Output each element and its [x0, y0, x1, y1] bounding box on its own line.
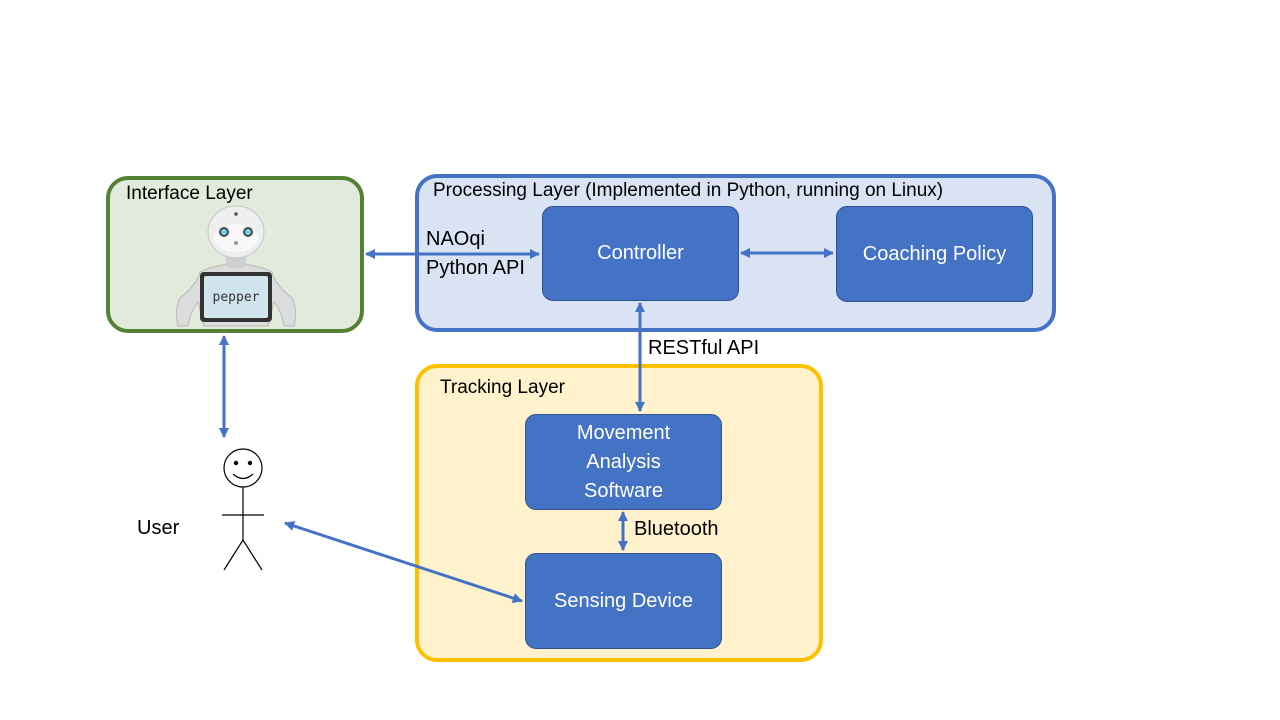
tracking-layer-title: Tracking Layer [440, 377, 565, 398]
pepper-robot-image: pepper [175, 205, 297, 327]
movement-analysis-line-2: Analysis [586, 450, 661, 473]
robot-tablet-text: pepper [213, 290, 260, 305]
sensing-device-block: Sensing Device [525, 553, 722, 649]
processing-layer-title: Processing Layer (Implemented in Python,… [433, 180, 944, 201]
movement-analysis-block: Movement Analysis Software [525, 414, 722, 510]
user-stick-figure [222, 448, 264, 571]
robot-tablet-screen [204, 276, 268, 318]
movement-analysis-line-1: Movement [576, 421, 671, 444]
interface-layer-title: Interface Layer [126, 183, 253, 204]
controller-block: Controller [542, 206, 739, 301]
restful-api-label: RESTful API [648, 337, 760, 359]
python-api-label: Python API [426, 257, 525, 279]
naoqi-label: NAOqi [426, 228, 485, 250]
arrow-user-sensing [284, 521, 523, 603]
coaching-policy-block: Coaching Policy [836, 206, 1033, 302]
movement-analysis-line-3: Software [584, 479, 663, 502]
user-label: User [137, 517, 180, 539]
bluetooth-label: Bluetooth [634, 518, 719, 540]
